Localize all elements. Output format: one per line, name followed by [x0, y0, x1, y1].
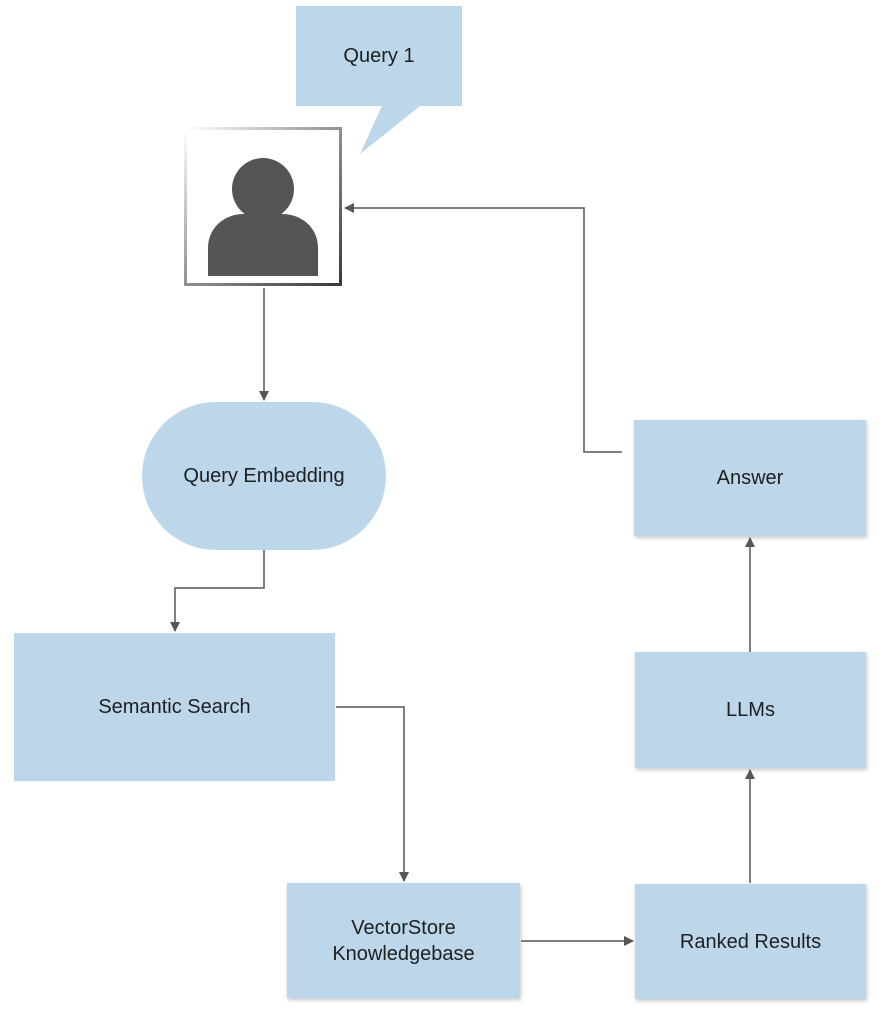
arrow-search-to-vectorstore [336, 706, 409, 882]
semantic-search-label: Semantic Search [98, 696, 251, 718]
vectorstore-label-line1: VectorStore [351, 916, 456, 939]
answer-node: Answer [634, 420, 866, 536]
arrow-answer-to-user [344, 203, 622, 453]
ranked-results-label: Ranked Results [679, 930, 822, 953]
vectorstore-label-line2: Knowledgebase [332, 942, 475, 965]
arrow-embedding-to-search [170, 550, 265, 632]
llms-label: LLMs [726, 699, 775, 721]
answer-label: Answer [716, 467, 784, 489]
query-embedding-node: Query Embedding [142, 402, 386, 550]
vectorstore-node: VectorStore Knowledgebase [287, 883, 520, 998]
query-callout-label: Query 1 [343, 44, 415, 67]
ranked-results-node: Ranked Results [635, 884, 866, 999]
semantic-search-node: Semantic Search [14, 633, 335, 781]
query-embedding-label: Query Embedding [183, 465, 345, 487]
query-callout [296, 6, 462, 154]
user-icon [208, 158, 318, 276]
llms-node: LLMs [635, 652, 866, 768]
